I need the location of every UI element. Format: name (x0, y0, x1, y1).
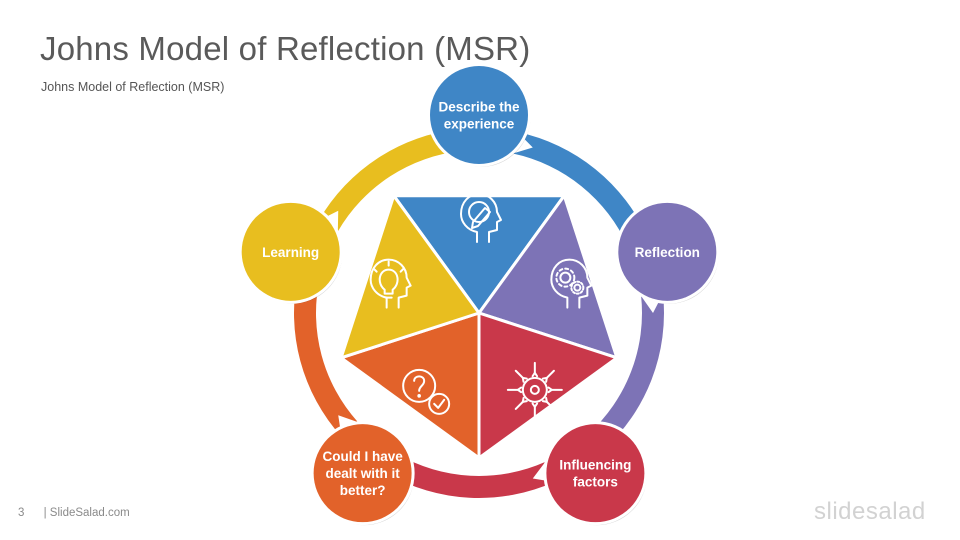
stage-circle-5 (241, 202, 340, 301)
stage-label: Learning (262, 245, 319, 260)
pentagon-slice-5 (339, 194, 481, 360)
cycle-arrow-1 (512, 132, 649, 263)
question-check-icon (402, 368, 451, 415)
stage-3: Influencing factors (543, 421, 648, 526)
head-gears-icon (550, 258, 593, 309)
cycle-arrow-3 (374, 451, 555, 499)
cycle-arrow-4 (294, 256, 358, 437)
stage-circle-1 (430, 66, 528, 164)
stage-circle-4 (313, 424, 412, 523)
stage-label: Describe the (438, 100, 520, 115)
stage-circle-3 (546, 424, 645, 523)
stage-label: experience (444, 117, 515, 132)
stage-label: better? (340, 483, 386, 498)
stage-4: Could I have dealt with it better? (310, 421, 415, 526)
footer: 3 | SlideSalad.com (18, 507, 130, 519)
footer-source: | SlideSalad.com (43, 507, 130, 519)
stage-label: Could I have (322, 449, 403, 464)
stage-label: factors (573, 475, 618, 490)
slide-subtitle: Johns Model of Reflection (MSR) (41, 80, 225, 94)
head-pencil-icon (460, 193, 502, 243)
stage-label: Reflection (635, 245, 700, 260)
stage-5: Learning (238, 199, 343, 304)
brand-logo: slidesalad (814, 498, 926, 525)
stage-label: Influencing (559, 458, 631, 473)
cycle-arrow-2 (578, 293, 664, 456)
page-number: 3 (18, 507, 25, 519)
target-arrows-icon (506, 361, 563, 418)
stage-circle-2 (618, 202, 717, 301)
head-lightbulb-icon (369, 258, 412, 309)
stage-2: Reflection (615, 199, 720, 304)
stage-label: dealt with it (325, 466, 400, 481)
stage-1: Describe the experience (427, 63, 531, 167)
slide-title: Johns Model of Reflection (MSR) (40, 30, 531, 67)
